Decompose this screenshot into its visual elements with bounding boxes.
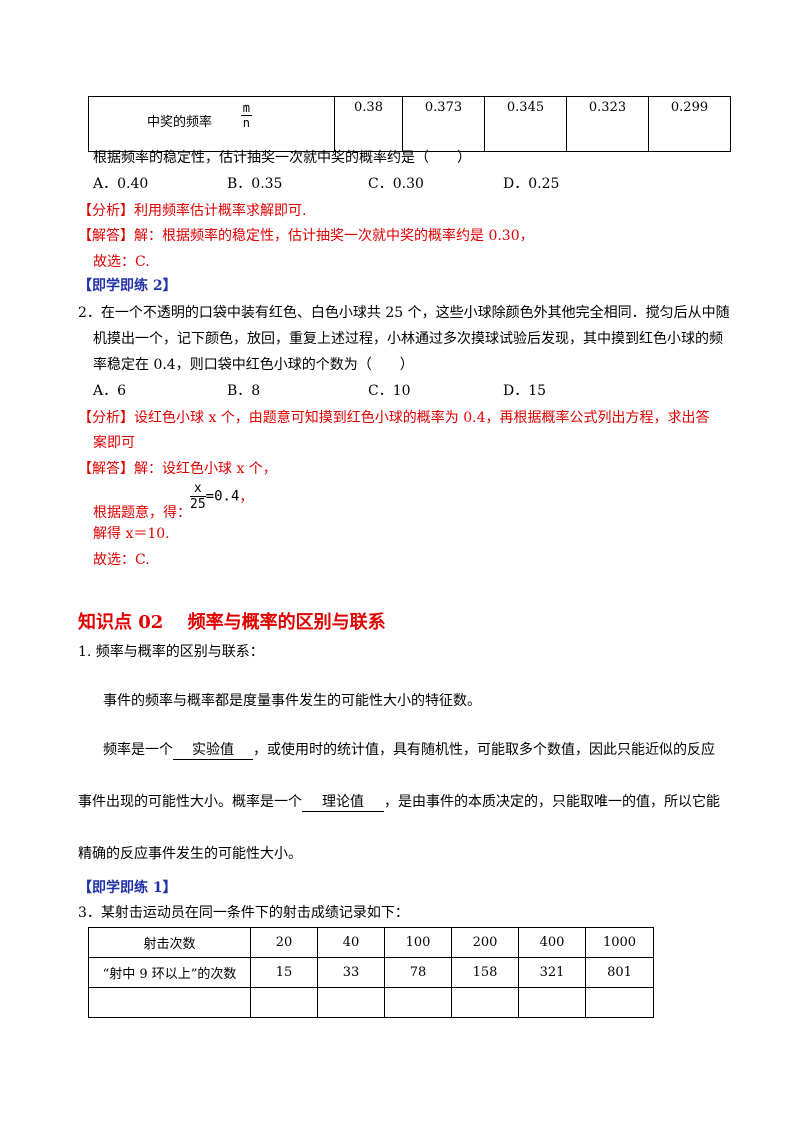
q1-option-a: A．0.40 — [93, 176, 149, 192]
practice-1-title: 【即学即练 1】 — [78, 880, 177, 896]
table-cell — [585, 987, 654, 1018]
blank-experimental-value: 实验值 — [173, 739, 253, 760]
point-1-para-3: 事件出现的可能性大小。概率是一个理论值，是由事件的本质决定的，只能取唯一的值，所… — [78, 791, 720, 812]
q2-equation-prefix: 根据题意，得： — [93, 505, 191, 521]
equation-suffix: ， — [239, 489, 254, 506]
table-cell: 400 — [518, 927, 586, 958]
table-cell: 801 — [585, 957, 654, 988]
table-cell: 0.323 — [566, 96, 649, 152]
table-cell — [384, 987, 452, 1018]
table-cell: “射中 9 环以上”的次数 — [88, 957, 251, 988]
table-cell: 0.299 — [648, 96, 731, 152]
frequency-table: m n 中奖的频率 0.38 0.373 0.345 0.323 0.299 — [88, 96, 731, 152]
section-title: 知识点 02 频率与概率的区别与联系 — [78, 612, 386, 633]
row-label: 中奖的频率 — [146, 115, 212, 130]
q1-option-d: D．0.25 — [503, 176, 560, 192]
q2-analysis-line-1: 【分析】设红色小球 x 个，由题意可知摸到红色小球的概率为 0.4，再根据概率公… — [78, 410, 710, 426]
table-cell: 1000 — [585, 927, 654, 958]
table-row: 射击次数 20 40 100 200 400 1000 — [88, 927, 654, 958]
table-cell: 射击次数 — [88, 927, 251, 958]
table-cell — [88, 987, 251, 1018]
practice-2-title: 【即学即练 2】 — [78, 278, 177, 294]
q2-equation: x 25 =0.4， — [190, 482, 253, 511]
q2-option-d: D．15 — [503, 383, 547, 399]
table-cell — [317, 987, 385, 1018]
table-cell: 15 — [250, 957, 318, 988]
q3-stem: 3．某射击运动员在同一条件下的射击成绩记录如下： — [78, 905, 409, 921]
point-1-para-4: 精确的反应事件发生的可能性大小。 — [78, 846, 302, 862]
table-cell: 158 — [451, 957, 519, 988]
m-over-n-fraction: m n — [240, 101, 252, 130]
table-cell: 321 — [518, 957, 586, 988]
q2-line-2: 机摸出一个，记下颜色，放回，重复上述过程，小林通过多次摸球试验后发现，其中摸到红… — [93, 331, 723, 347]
equation-rhs: =0.4 — [205, 488, 240, 505]
row-label-cell: m n 中奖的频率 — [88, 96, 335, 152]
q2-option-c: C．10 — [368, 383, 411, 399]
x-over-25-fraction: x 25 — [190, 481, 206, 512]
table-cell: 33 — [317, 957, 385, 988]
table-cell: 0.373 — [402, 96, 485, 152]
q1-option-c: C．0.30 — [368, 176, 424, 192]
point-1-heading: 1. 频率与概率的区别与联系： — [78, 644, 264, 660]
table-cell — [451, 987, 519, 1018]
q2-analysis-line-2: 案即可 — [93, 435, 135, 451]
shooting-record-table: 射击次数 20 40 100 200 400 1000 “射中 9 环以上”的次… — [88, 927, 654, 1018]
table-cell: 20 — [250, 927, 318, 958]
table-cell — [518, 987, 586, 1018]
q2-choice: 故选：C. — [93, 552, 150, 568]
q2-option-b: B．8 — [227, 383, 261, 399]
table-cell: 0.38 — [334, 96, 403, 152]
q2-option-a: A．6 — [93, 383, 127, 399]
q2-solve: 解得 x＝10. — [93, 526, 170, 542]
table-cell: 200 — [451, 927, 519, 958]
q2-line-1: 2．在一个不透明的口袋中装有红色、白色小球共 25 个，这些小球除颜色外其他完全… — [78, 305, 730, 321]
q2-line-3: 率稳定在 0.4，则口袋中红色小球的个数为（ ） — [93, 357, 414, 373]
q1-choice: 故选：C. — [93, 254, 150, 270]
table-row — [88, 987, 654, 1018]
table-cell: 0.345 — [484, 96, 567, 152]
table-cell: 78 — [384, 957, 452, 988]
q2-answer-line-1: 【解答】解：设红色小球 x 个， — [78, 461, 277, 477]
point-1-para-1: 事件的频率与概率都是度量事件发生的可能性大小的特征数。 — [103, 693, 481, 709]
table-cell — [250, 987, 318, 1018]
q1-option-b: B．0.35 — [227, 176, 283, 192]
q1-analysis: 【分析】利用频率估计概率求解即可. — [78, 203, 307, 219]
q1-answer: 【解答】解：根据频率的稳定性，估计抽奖一次就中奖的概率约是 0.30， — [78, 228, 534, 244]
table-cell: 100 — [384, 927, 452, 958]
q1-stem: 根据频率的稳定性，估计抽奖一次就中奖的概率约是（ ） — [93, 150, 471, 166]
blank-theoretical-value: 理论值 — [302, 791, 384, 812]
table-row: “射中 9 环以上”的次数 15 33 78 158 321 801 — [88, 957, 654, 988]
point-1-para-2: 频率是一个实验值，或使用时的统计值，具有随机性，可能取多个数值，因此只能近似的反… — [103, 739, 715, 760]
table-cell: 40 — [317, 927, 385, 958]
